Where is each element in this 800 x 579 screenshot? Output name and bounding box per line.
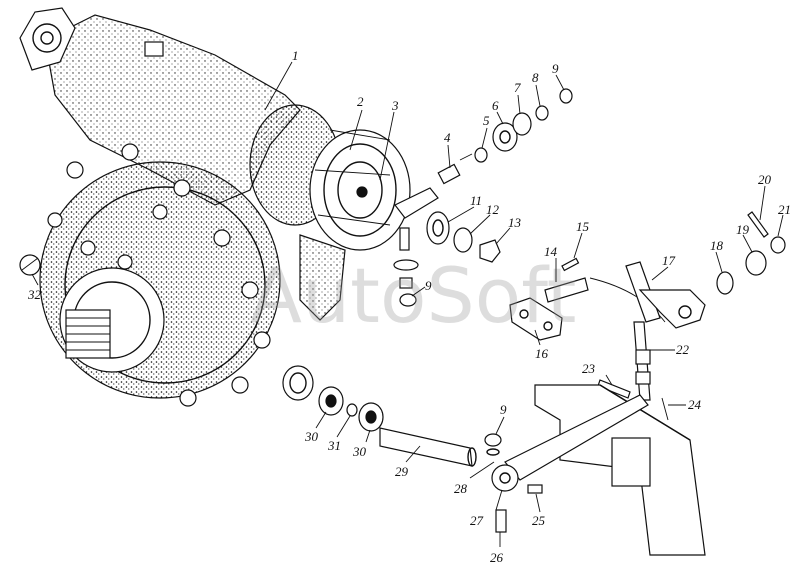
shaft-group xyxy=(318,386,477,467)
callout-26: 26 xyxy=(490,550,504,565)
callout-13: 13 xyxy=(508,215,522,230)
callout-19: 19 xyxy=(736,222,750,237)
leader-lines xyxy=(31,61,784,547)
callout-4: 4 xyxy=(444,130,451,145)
callout-31: 31 xyxy=(327,438,341,453)
transfer-case-housing xyxy=(19,7,439,407)
washer-parts xyxy=(426,211,501,263)
callout-12: 12 xyxy=(486,202,500,217)
callout-14: 14 xyxy=(544,244,558,259)
callout-30-right: 30 xyxy=(352,444,367,459)
callout-27: 27 xyxy=(470,513,484,528)
callout-3: 3 xyxy=(391,98,399,113)
callout-2: 2 xyxy=(357,94,364,109)
callout-6: 6 xyxy=(492,98,499,113)
callout-5: 5 xyxy=(483,113,490,128)
callout-16: 16 xyxy=(535,346,549,361)
callout-24: 24 xyxy=(688,397,702,412)
callout-numbers: 1 2 3 4 5 6 7 8 9 11 12 13 15 14 9 16 17… xyxy=(27,48,791,565)
callout-18: 18 xyxy=(710,238,724,253)
callout-9-middle: 9 xyxy=(425,278,432,293)
pedal-bracket xyxy=(484,384,706,556)
callout-20: 20 xyxy=(758,172,772,187)
callout-1: 1 xyxy=(292,48,299,63)
callout-21: 21 xyxy=(778,202,791,217)
callout-25: 25 xyxy=(532,513,546,528)
callout-7: 7 xyxy=(514,80,521,95)
retaining-clip xyxy=(19,254,41,276)
brake-lever-assembly xyxy=(509,211,786,401)
callout-32: 32 xyxy=(27,287,42,302)
callout-17: 17 xyxy=(662,253,676,268)
callout-22: 22 xyxy=(676,342,690,357)
callout-30-left: 30 xyxy=(304,429,319,444)
callout-11: 11 xyxy=(470,193,482,208)
callout-29: 29 xyxy=(395,464,409,479)
stud-parts xyxy=(393,259,419,307)
callout-28: 28 xyxy=(454,481,468,496)
callout-8: 8 xyxy=(532,70,539,85)
callout-15: 15 xyxy=(576,219,590,234)
adjuster-parts-row xyxy=(437,88,573,185)
clevis-pins xyxy=(597,379,669,421)
callout-9-top: 9 xyxy=(552,61,559,76)
callout-23: 23 xyxy=(582,361,596,376)
callout-9-bottom: 9 xyxy=(500,402,507,417)
